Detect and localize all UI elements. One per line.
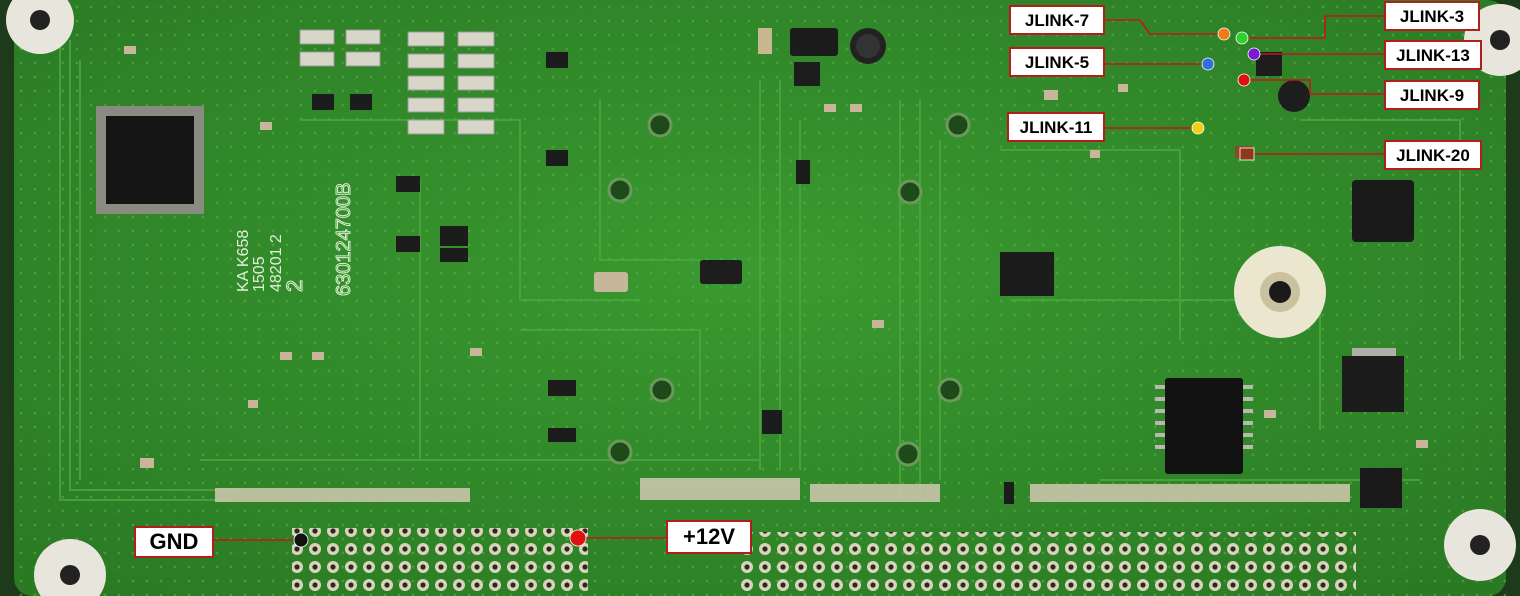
silkscreen-part-number: 630124700B <box>333 183 355 296</box>
label-jlink-3: JLINK-3 <box>1384 1 1480 31</box>
pad-jlink-11 <box>1191 121 1205 135</box>
label-jlink-13: JLINK-13 <box>1384 40 1482 70</box>
silkscreen-marking-2: 1505 <box>251 256 268 292</box>
silkscreen-marking-1: KA K658 <box>235 230 252 292</box>
label-gnd: GND <box>134 526 214 558</box>
label-jlink-11: JLINK-11 <box>1007 112 1105 142</box>
pad-jlink-7 <box>1217 27 1231 41</box>
label-jlink-20: JLINK-20 <box>1384 140 1482 170</box>
pad-jlink-3 <box>1235 31 1249 45</box>
label-jlink-9: JLINK-9 <box>1384 80 1480 110</box>
label-plus-12v: +12V <box>666 520 752 554</box>
pad-12v <box>569 529 587 547</box>
pad-jlink-5 <box>1201 57 1215 71</box>
label-jlink-5: JLINK-5 <box>1009 47 1105 77</box>
pad-jlink-13 <box>1247 47 1261 61</box>
leader-lines <box>214 15 1384 541</box>
silkscreen-marking-4: 2 <box>282 280 307 292</box>
label-jlink-7: JLINK-7 <box>1009 5 1105 35</box>
pad-jlink-9 <box>1237 73 1251 87</box>
pad-gnd <box>293 532 309 548</box>
pad-jlink-20 <box>1239 147 1255 161</box>
silkscreen-marking-3: 48201 2 <box>268 234 285 292</box>
